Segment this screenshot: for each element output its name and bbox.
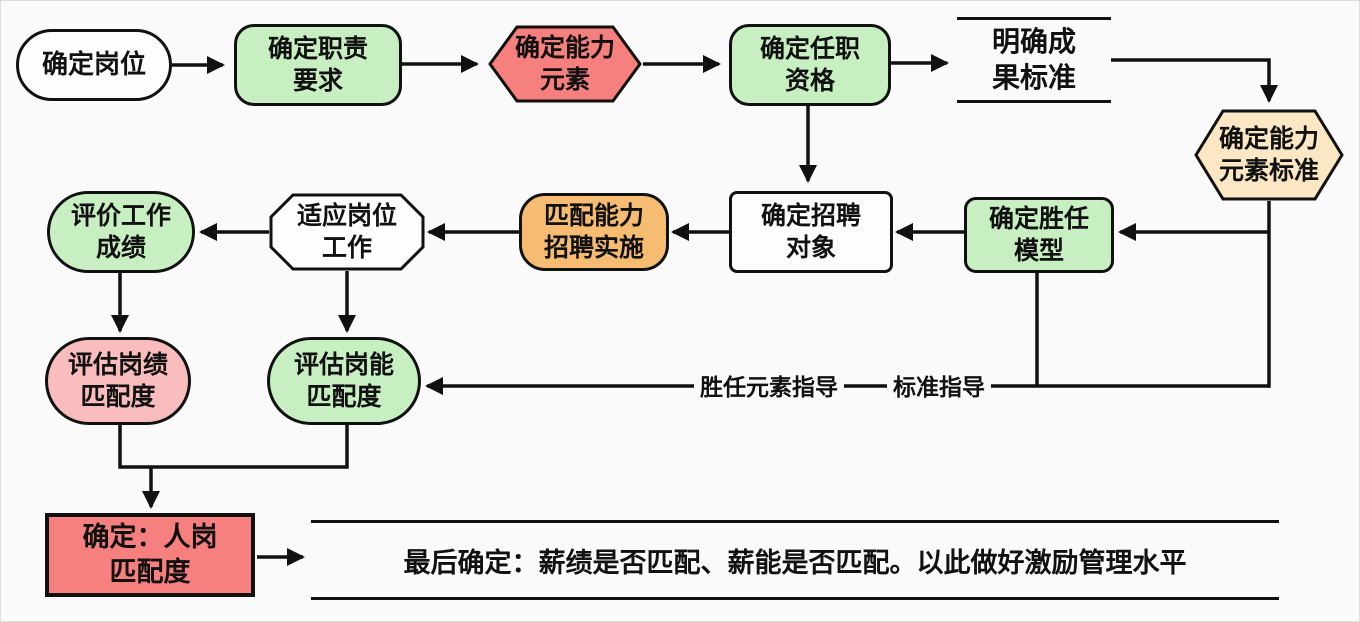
node-define-competency-model: 确定胜任 模型 — [964, 197, 1114, 273]
node-label: 确定招聘 对象 — [760, 202, 861, 262]
octagon-shape — [269, 193, 425, 271]
node-label: 确定能力 元素标准 — [1218, 125, 1319, 185]
node-define-recruit-target: 确定招聘 对象 — [729, 191, 893, 273]
node-label: 确定岗位 — [41, 49, 146, 80]
node-define-ability-element-standard: 确定能力 元素标准 — [1193, 109, 1345, 201]
node-label: 确定职责 要求 — [267, 35, 368, 95]
node-label: 明确成 果标准 — [991, 26, 1076, 93]
node-label: 适应岗位 工作 — [296, 202, 397, 262]
node-match-ability-recruiting: 匹配能力 招聘实施 — [519, 193, 669, 271]
node-define-qualification: 确定任职 资格 — [729, 24, 891, 106]
node-assess-performance-match: 评估岗绩 匹配度 — [45, 337, 191, 425]
node-label: 评估岗绩 匹配度 — [67, 351, 168, 411]
node-define-position: 确定岗位 — [16, 29, 172, 101]
node-label: 匹配能力 招聘实施 — [543, 202, 644, 262]
conclusion-bar: 最后确定：薪绩是否匹配、薪能是否匹配。以此做好激励管理水平 — [311, 520, 1279, 600]
node-evaluate-work-performance: 评价工作 成绩 — [47, 191, 195, 273]
edge-label-standard-guidance: 标准指导 — [887, 373, 991, 401]
node-label: 确定任职 资格 — [759, 35, 860, 95]
conclusion-text: 最后确定：薪绩是否匹配、薪能是否匹配。以此做好激励管理水平 — [403, 547, 1187, 578]
node-label: 确定胜任 模型 — [988, 205, 1089, 265]
hexagon-shape — [1194, 109, 1344, 201]
node-assess-ability-match: 评估岗能 匹配度 — [267, 337, 421, 425]
node-adapt-to-job: 适应岗位 工作 — [269, 193, 425, 271]
node-define-duties: 确定职责 要求 — [234, 24, 402, 106]
node-define-ability-elements: 确定能力 元素 — [487, 25, 643, 103]
node-final-person-job-match: 确定：人岗 匹配度 — [45, 513, 255, 597]
edge-label-competency-guidance: 胜任元素指导 — [694, 373, 844, 401]
node-clarify-outcome-standard: 明确成 果标准 — [957, 17, 1111, 103]
node-label: 评价工作 成绩 — [70, 202, 171, 262]
hexagon-shape — [488, 25, 642, 103]
node-label: 确定能力 元素 — [514, 34, 615, 94]
node-label: 评估岗能 匹配度 — [293, 351, 394, 411]
node-label: 确定：人岗 匹配度 — [82, 522, 218, 587]
